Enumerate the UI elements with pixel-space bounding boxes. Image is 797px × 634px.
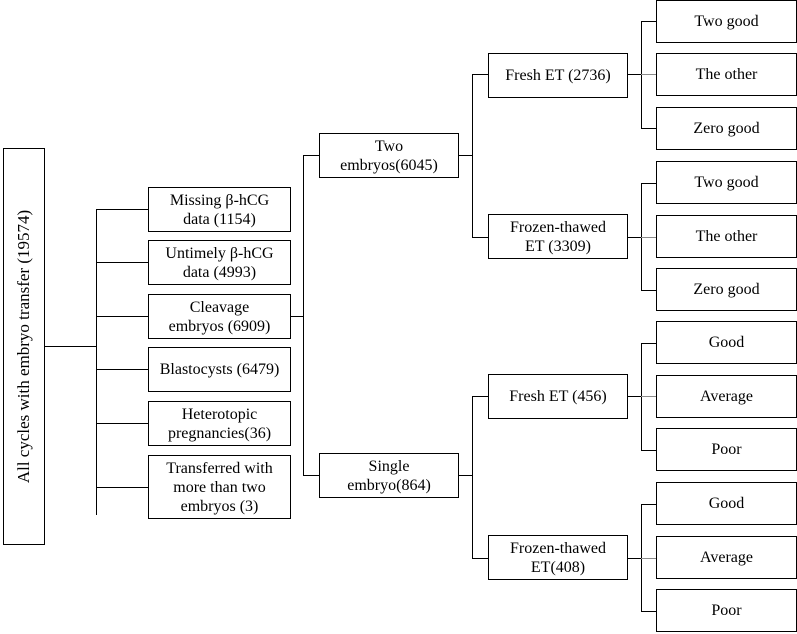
branch-blastocysts — [96, 369, 148, 370]
branch-single-frozen-leaf-3 — [641, 611, 656, 612]
category-trunk — [96, 209, 97, 515]
cleavage-connector — [291, 316, 304, 317]
root-label: All cycles with embryo transfer (19574) — [14, 209, 34, 484]
branch-single-embryo — [303, 475, 319, 476]
category-missing: Missing β-hCG data (1154) — [148, 187, 291, 232]
branch-single-frozen-leaf-2 — [641, 558, 656, 559]
two-fresh-connector — [628, 74, 642, 75]
branch-two-fresh-leaf-1 — [641, 21, 656, 22]
category-transferred-more: Transferred with more than two embryos (… — [148, 455, 291, 519]
branch-two-frozen — [472, 237, 488, 238]
embryo-trunk — [303, 155, 304, 475]
branch-two-embryos — [303, 155, 319, 156]
branch-transferred-more — [96, 487, 148, 488]
leaf-two-fresh-zero-good: Zero good — [656, 107, 797, 150]
leaf-single-frozen-average: Average — [656, 536, 797, 579]
leaf-two-fresh-the-other: The other — [656, 53, 797, 96]
leaf-two-fresh-two-good: Two good — [656, 0, 797, 43]
branch-missing — [96, 209, 148, 210]
branch-two-frozen-leaf-3 — [641, 290, 656, 291]
branch-single-fresh-leaf-1 — [641, 343, 656, 344]
node-two-frozen: Frozen-thawed ET (3309) — [488, 214, 628, 259]
leaf-single-fresh-average: Average — [656, 375, 797, 418]
two-embryos-trunk — [472, 74, 473, 237]
branch-two-frozen-leaf-2 — [641, 237, 656, 238]
single-embryo-connector — [459, 475, 473, 476]
branch-two-fresh-leaf-2 — [641, 74, 656, 75]
leaf-single-frozen-good: Good — [656, 482, 797, 525]
single-embryo-trunk — [472, 396, 473, 558]
leaf-single-fresh-good: Good — [656, 321, 797, 364]
two-frozen-trunk — [641, 183, 642, 290]
two-frozen-connector — [628, 237, 642, 238]
node-single-frozen: Frozen-thawed ET(408) — [488, 535, 628, 580]
node-two-embryos: Two embryos(6045) — [319, 133, 459, 178]
node-single-fresh: Fresh ET (456) — [488, 374, 628, 419]
leaf-two-frozen-the-other: The other — [656, 215, 797, 258]
branch-two-frozen-leaf-1 — [641, 183, 656, 184]
node-single-embryo: Single embryo(864) — [319, 453, 459, 498]
node-two-fresh: Fresh ET (2736) — [488, 53, 628, 98]
single-frozen-trunk — [641, 504, 642, 611]
leaf-two-frozen-two-good: Two good — [656, 161, 797, 204]
category-blastocysts: Blastocysts (6479) — [148, 347, 291, 392]
branch-two-fresh — [472, 74, 488, 75]
branch-single-frozen — [472, 558, 488, 559]
single-fresh-connector — [628, 396, 642, 397]
category-heterotopic: Heterotopic pregnancies(36) — [148, 401, 291, 446]
branch-two-fresh-leaf-3 — [641, 128, 656, 129]
single-frozen-connector — [628, 558, 642, 559]
branch-cleavage — [96, 316, 148, 317]
leaf-single-frozen-poor: Poor — [656, 589, 797, 632]
branch-single-fresh-leaf-3 — [641, 450, 656, 451]
leaf-single-fresh-poor: Poor — [656, 428, 797, 471]
category-cleavage: Cleavage embryos (6909) — [148, 294, 291, 339]
leaf-two-frozen-zero-good: Zero good — [656, 268, 797, 311]
branch-single-fresh — [472, 396, 488, 397]
branch-single-frozen-leaf-1 — [641, 504, 656, 505]
root-node: All cycles with embryo transfer (19574) — [3, 148, 45, 545]
branch-untimely — [96, 262, 148, 263]
category-untimely: Untimely β-hCG data (4993) — [148, 240, 291, 285]
root-connector — [45, 346, 97, 347]
branch-single-fresh-leaf-2 — [641, 396, 656, 397]
branch-heterotopic — [96, 423, 148, 424]
two-embryos-connector — [459, 155, 473, 156]
